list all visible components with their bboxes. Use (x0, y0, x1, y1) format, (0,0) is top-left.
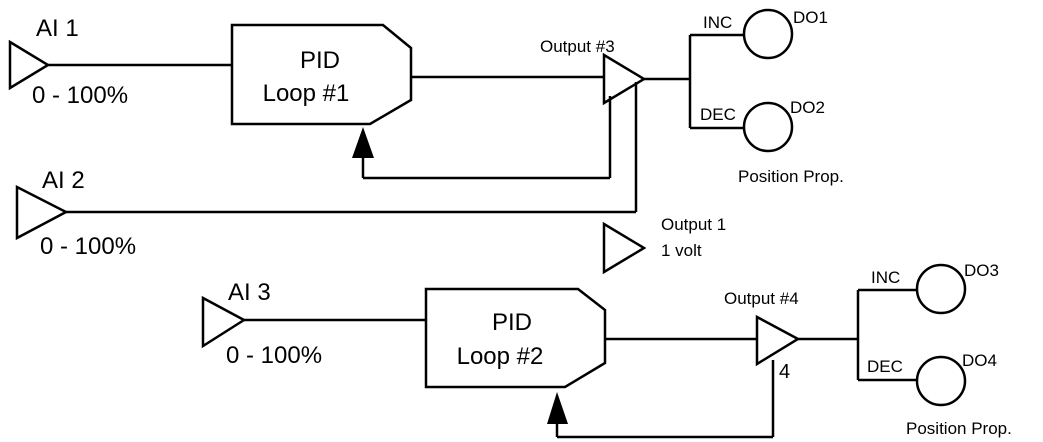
ai2-range: 0 - 100% (40, 233, 136, 260)
ai3-range: 0 - 100% (226, 342, 322, 369)
pp2-inc-label: INC (871, 268, 900, 287)
do3-circle (915, 263, 967, 315)
do1-circle (742, 8, 794, 60)
pp1-caption: Position Prop. (738, 167, 844, 186)
output3-triangle (602, 52, 647, 106)
do1-label: DO1 (793, 8, 828, 27)
ai2-label: AI 2 (42, 167, 85, 194)
feedback1-arrow-icon (352, 127, 374, 158)
pid-loop-1-block (230, 23, 413, 126)
do4-label: DO4 (962, 351, 997, 370)
feedback2-arrow-icon (547, 392, 568, 424)
pp1-inc-label: INC (703, 13, 732, 32)
ai1-triangle (8, 39, 51, 91)
ai2-triangle (15, 184, 69, 241)
output4-tag: 4 (779, 361, 790, 383)
ai1-range: 0 - 100% (32, 82, 128, 109)
ai1-label: AI 1 (36, 15, 79, 42)
ai3-triangle (201, 295, 247, 349)
output4-triangle (755, 314, 801, 367)
output1-label: Output 1 (661, 215, 726, 234)
do3-label: DO3 (964, 261, 999, 280)
pid-loop-2-title: PID (492, 309, 532, 336)
output3-label: Output #3 (540, 37, 615, 56)
pp2-caption: Position Prop. (906, 419, 1012, 438)
pid-loop-1-subtitle: Loop #1 (263, 80, 350, 107)
pid-loop-2-subtitle: Loop #2 (457, 343, 544, 370)
pid-loop-2-block (424, 287, 607, 389)
do2-circle (742, 101, 794, 153)
ai3-label: AI 3 (228, 279, 271, 306)
output1-sublabel: 1 volt (661, 241, 702, 260)
pp1-dec-label: DEC (700, 105, 736, 124)
output4-label: Output #4 (724, 289, 799, 308)
do4-circle (915, 355, 967, 407)
output1-triangle (602, 221, 647, 275)
pid-loop-1-title: PID (300, 47, 340, 74)
do2-label: DO2 (790, 98, 825, 117)
pp2-dec-label: DEC (867, 357, 903, 376)
